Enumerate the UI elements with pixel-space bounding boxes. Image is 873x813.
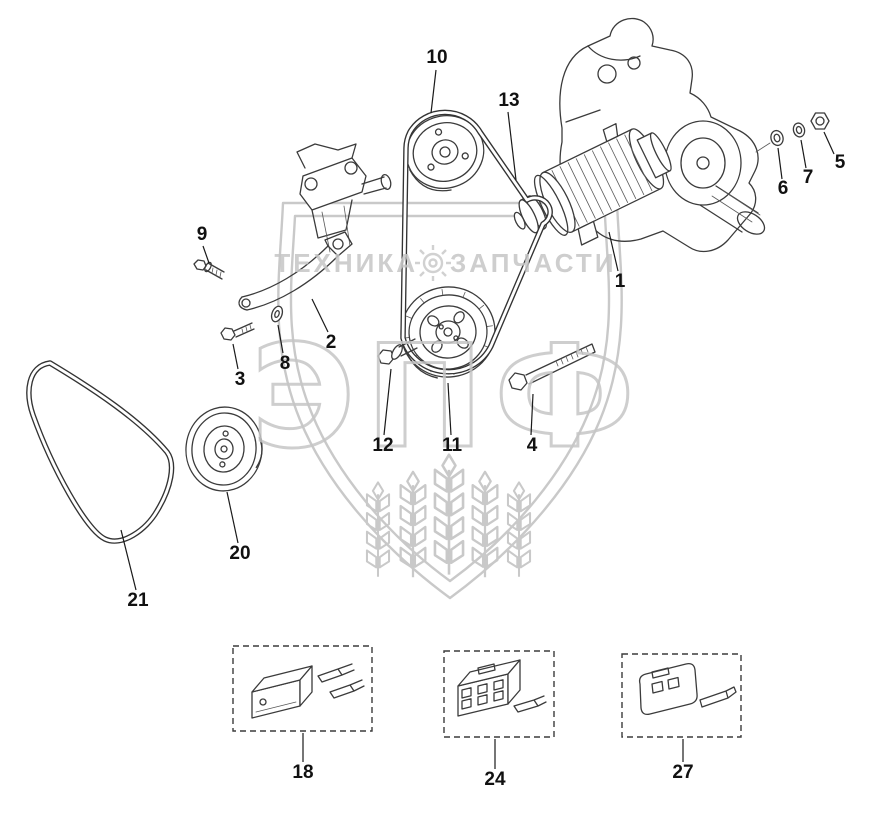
belt-21 <box>26 360 175 544</box>
callout-1: 1 <box>615 271 626 292</box>
gear-icon <box>415 245 451 281</box>
callout-line-3 <box>232 343 239 370</box>
callout-13: 13 <box>498 90 519 111</box>
callout-line-9 <box>202 245 210 264</box>
bolt-12 <box>377 338 418 365</box>
callout-7: 7 <box>803 167 814 188</box>
callout-3: 3 <box>235 369 246 390</box>
watermark-shield <box>277 201 623 600</box>
callout-9: 9 <box>197 224 208 245</box>
nut-5 <box>810 112 830 130</box>
kit-box-24 <box>443 650 555 738</box>
callout-labels: 10 13 5 7 6 1 9 2 8 3 12 11 4 20 21 18 2… <box>127 47 845 790</box>
watermark-big-text: ЭПФ <box>251 315 645 480</box>
bolt-9 <box>193 259 225 280</box>
callout-4: 4 <box>527 435 538 456</box>
washer-7 <box>792 122 806 138</box>
callout-line-6 <box>777 147 783 180</box>
callout-line-2 <box>311 298 329 333</box>
callout-5: 5 <box>835 152 846 173</box>
water-pump-assembly <box>296 143 392 253</box>
callout-line-13 <box>507 111 517 181</box>
callout-20: 20 <box>229 543 250 564</box>
callout-24: 24 <box>484 769 506 790</box>
kit-box-27 <box>621 653 742 738</box>
belt-13 <box>400 109 553 375</box>
callout-27: 27 <box>672 762 693 783</box>
watermark-brand-left: ТЕХНИКА <box>274 248 418 278</box>
callout-10: 10 <box>426 47 447 68</box>
callout-6: 6 <box>778 178 789 199</box>
callout-12: 12 <box>372 435 393 456</box>
washer-6 <box>770 129 784 147</box>
pulley-10 <box>405 115 485 192</box>
callout-line-21 <box>120 529 137 591</box>
callout-11: 11 <box>442 435 463 456</box>
callout-line-4 <box>530 393 534 436</box>
callout-line-12 <box>383 368 392 436</box>
callout-line-20 <box>226 491 239 544</box>
adjusting-bracket-2 <box>238 231 353 311</box>
pulley-20 <box>185 406 263 492</box>
callout-line-10 <box>430 69 437 114</box>
callout-line-11 <box>447 382 452 436</box>
callout-18: 18 <box>292 762 313 783</box>
watermark-brand-right: ЗАПЧАСТИ <box>450 248 617 278</box>
callout-line-5 <box>823 131 835 155</box>
bolt-3 <box>220 322 255 341</box>
callout-2: 2 <box>326 332 337 353</box>
callout-line-7 <box>800 139 807 169</box>
watermark-overlay: ТЕХНИКА ЗАПЧАСТИ ЭПФ <box>250 245 645 482</box>
callout-8: 8 <box>280 353 291 374</box>
kit-box-18 <box>232 645 373 732</box>
callout-21: 21 <box>127 590 149 611</box>
alternator <box>513 123 672 246</box>
washer-8 <box>270 305 284 323</box>
callout-line-8 <box>277 324 284 354</box>
callout-line-1 <box>608 231 619 272</box>
bolt-4 <box>508 343 596 391</box>
callout-lines <box>120 69 835 769</box>
engine-block <box>559 17 771 253</box>
